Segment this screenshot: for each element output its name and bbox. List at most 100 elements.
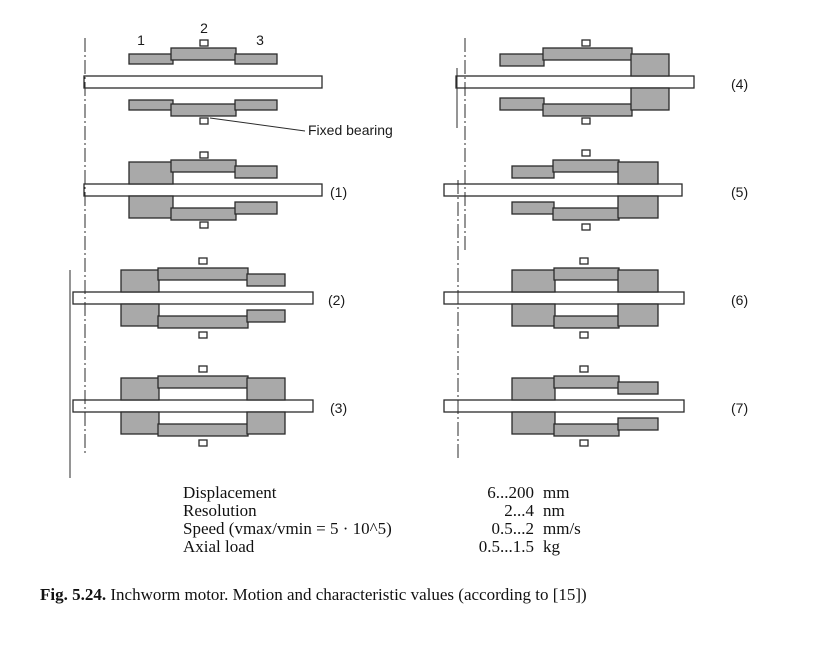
piezo-segment bbox=[542, 47, 633, 61]
spec-label: Displacement bbox=[183, 483, 277, 502]
shaft bbox=[443, 399, 685, 413]
callout-leader bbox=[209, 117, 306, 132]
piezo-segment bbox=[617, 417, 659, 431]
shaft bbox=[443, 183, 683, 197]
fixed-bearing bbox=[581, 223, 591, 231]
piezo-segment bbox=[617, 303, 659, 327]
piezo-segment bbox=[553, 375, 620, 389]
caption-text: Inchworm motor. Motion and characteristi… bbox=[110, 585, 587, 604]
spec-label: Axial load bbox=[183, 537, 255, 556]
shaft bbox=[72, 399, 314, 413]
piezo-segment bbox=[511, 165, 555, 179]
fixed-bearing bbox=[198, 365, 208, 373]
piezo-segment bbox=[511, 303, 556, 327]
piezo-segment bbox=[617, 195, 659, 219]
piezo-segment bbox=[120, 411, 160, 435]
piezo-segment bbox=[511, 411, 556, 435]
fixed-bearing-label: Fixed bearing bbox=[308, 122, 393, 138]
piezo-segment bbox=[120, 303, 160, 327]
piezo-segment bbox=[630, 87, 670, 111]
piezo-segment bbox=[552, 207, 620, 221]
piezo-segment bbox=[234, 53, 278, 65]
piezo-segment bbox=[553, 423, 620, 437]
piezo-segment bbox=[553, 267, 620, 281]
piezo-segment bbox=[553, 315, 620, 329]
piezo-segment bbox=[246, 273, 286, 287]
piezo-segment bbox=[542, 103, 633, 117]
spec-value: 6...200 bbox=[487, 483, 534, 502]
piezo-segment bbox=[234, 201, 278, 215]
piezo-segment bbox=[552, 159, 620, 173]
piezo-segment bbox=[128, 53, 174, 65]
fixed-bearing bbox=[579, 331, 589, 339]
spec-unit: mm/s bbox=[543, 519, 581, 538]
piezo-segment bbox=[128, 99, 174, 111]
piezo-segment bbox=[246, 309, 286, 323]
piezo-segment bbox=[246, 377, 286, 401]
spec-value: 0.5...2 bbox=[491, 519, 535, 538]
state-label-6: (6) bbox=[731, 292, 748, 308]
fixed-bearing bbox=[579, 439, 589, 447]
piezo-segment bbox=[157, 267, 249, 281]
inchworm-motion-diagram: 1 2 3 Fixed bearing (1) (2) (3) (4) (5) … bbox=[69, 20, 748, 478]
tube-label-2: 2 bbox=[200, 20, 208, 36]
piezo-segment bbox=[499, 97, 545, 111]
state-label-4: (4) bbox=[731, 76, 748, 92]
piezo-segment bbox=[157, 423, 249, 437]
spec-value: 0.5...1.5 bbox=[478, 537, 534, 556]
state-label-2: (2) bbox=[328, 292, 345, 308]
shaft bbox=[455, 75, 695, 89]
piezo-segment bbox=[170, 47, 237, 61]
fixed-bearing bbox=[199, 117, 209, 125]
piezo-segment bbox=[157, 375, 249, 389]
fixed-bearing bbox=[579, 365, 589, 373]
fixed-bearing bbox=[581, 117, 591, 125]
piezo-segment bbox=[630, 53, 670, 77]
tube-label-1: 1 bbox=[137, 32, 145, 48]
piezo-segment bbox=[499, 53, 545, 67]
piezo-segment bbox=[170, 159, 237, 173]
fixed-bearing bbox=[198, 331, 208, 339]
spec-value: 2...4 bbox=[504, 501, 534, 520]
spec-label: Speed (vmax/vmin = 5 · 10^5) bbox=[183, 519, 392, 538]
fixed-bearing bbox=[198, 439, 208, 447]
piezo-segment bbox=[617, 381, 659, 395]
state-label-5: (5) bbox=[731, 184, 748, 200]
piezo-segment bbox=[234, 165, 278, 179]
piezo-segment bbox=[170, 207, 237, 221]
piezo-segment bbox=[170, 103, 237, 117]
piezo-segment bbox=[120, 377, 160, 401]
fixed-bearing bbox=[579, 257, 589, 265]
piezo-segment bbox=[511, 377, 556, 401]
piezo-segment bbox=[246, 411, 286, 435]
shaft bbox=[83, 75, 323, 89]
figure-number: Fig. 5.24. bbox=[40, 585, 107, 604]
fixed-bearing bbox=[198, 257, 208, 265]
spec-unit: kg bbox=[543, 537, 560, 556]
state-label-3: (3) bbox=[330, 400, 347, 416]
fixed-bearing bbox=[581, 39, 591, 47]
shaft bbox=[72, 291, 314, 305]
state-label-7: (7) bbox=[731, 400, 748, 416]
fixed-bearing bbox=[199, 39, 209, 47]
shaft bbox=[443, 291, 685, 305]
piezo-segment bbox=[617, 161, 659, 185]
piezo-segment bbox=[128, 195, 174, 219]
piezo-segment bbox=[234, 99, 278, 111]
fixed-bearing bbox=[581, 149, 591, 157]
piezo-segment bbox=[120, 269, 160, 293]
spec-unit: mm bbox=[543, 483, 570, 502]
state-label-1: (1) bbox=[330, 184, 347, 200]
spec-label: Resolution bbox=[183, 501, 257, 520]
piezo-segment bbox=[617, 269, 659, 293]
piezo-segment bbox=[511, 201, 555, 215]
piezo-segment bbox=[128, 161, 174, 185]
tube-label-3: 3 bbox=[256, 32, 264, 48]
piezo-segment bbox=[511, 269, 556, 293]
fixed-bearing bbox=[199, 221, 209, 229]
spec-unit: nm bbox=[543, 501, 565, 520]
piezo-segment bbox=[157, 315, 249, 329]
fixed-bearing bbox=[199, 151, 209, 159]
figure-caption: Fig. 5.24. Inchworm motor. Motion and ch… bbox=[40, 585, 587, 605]
